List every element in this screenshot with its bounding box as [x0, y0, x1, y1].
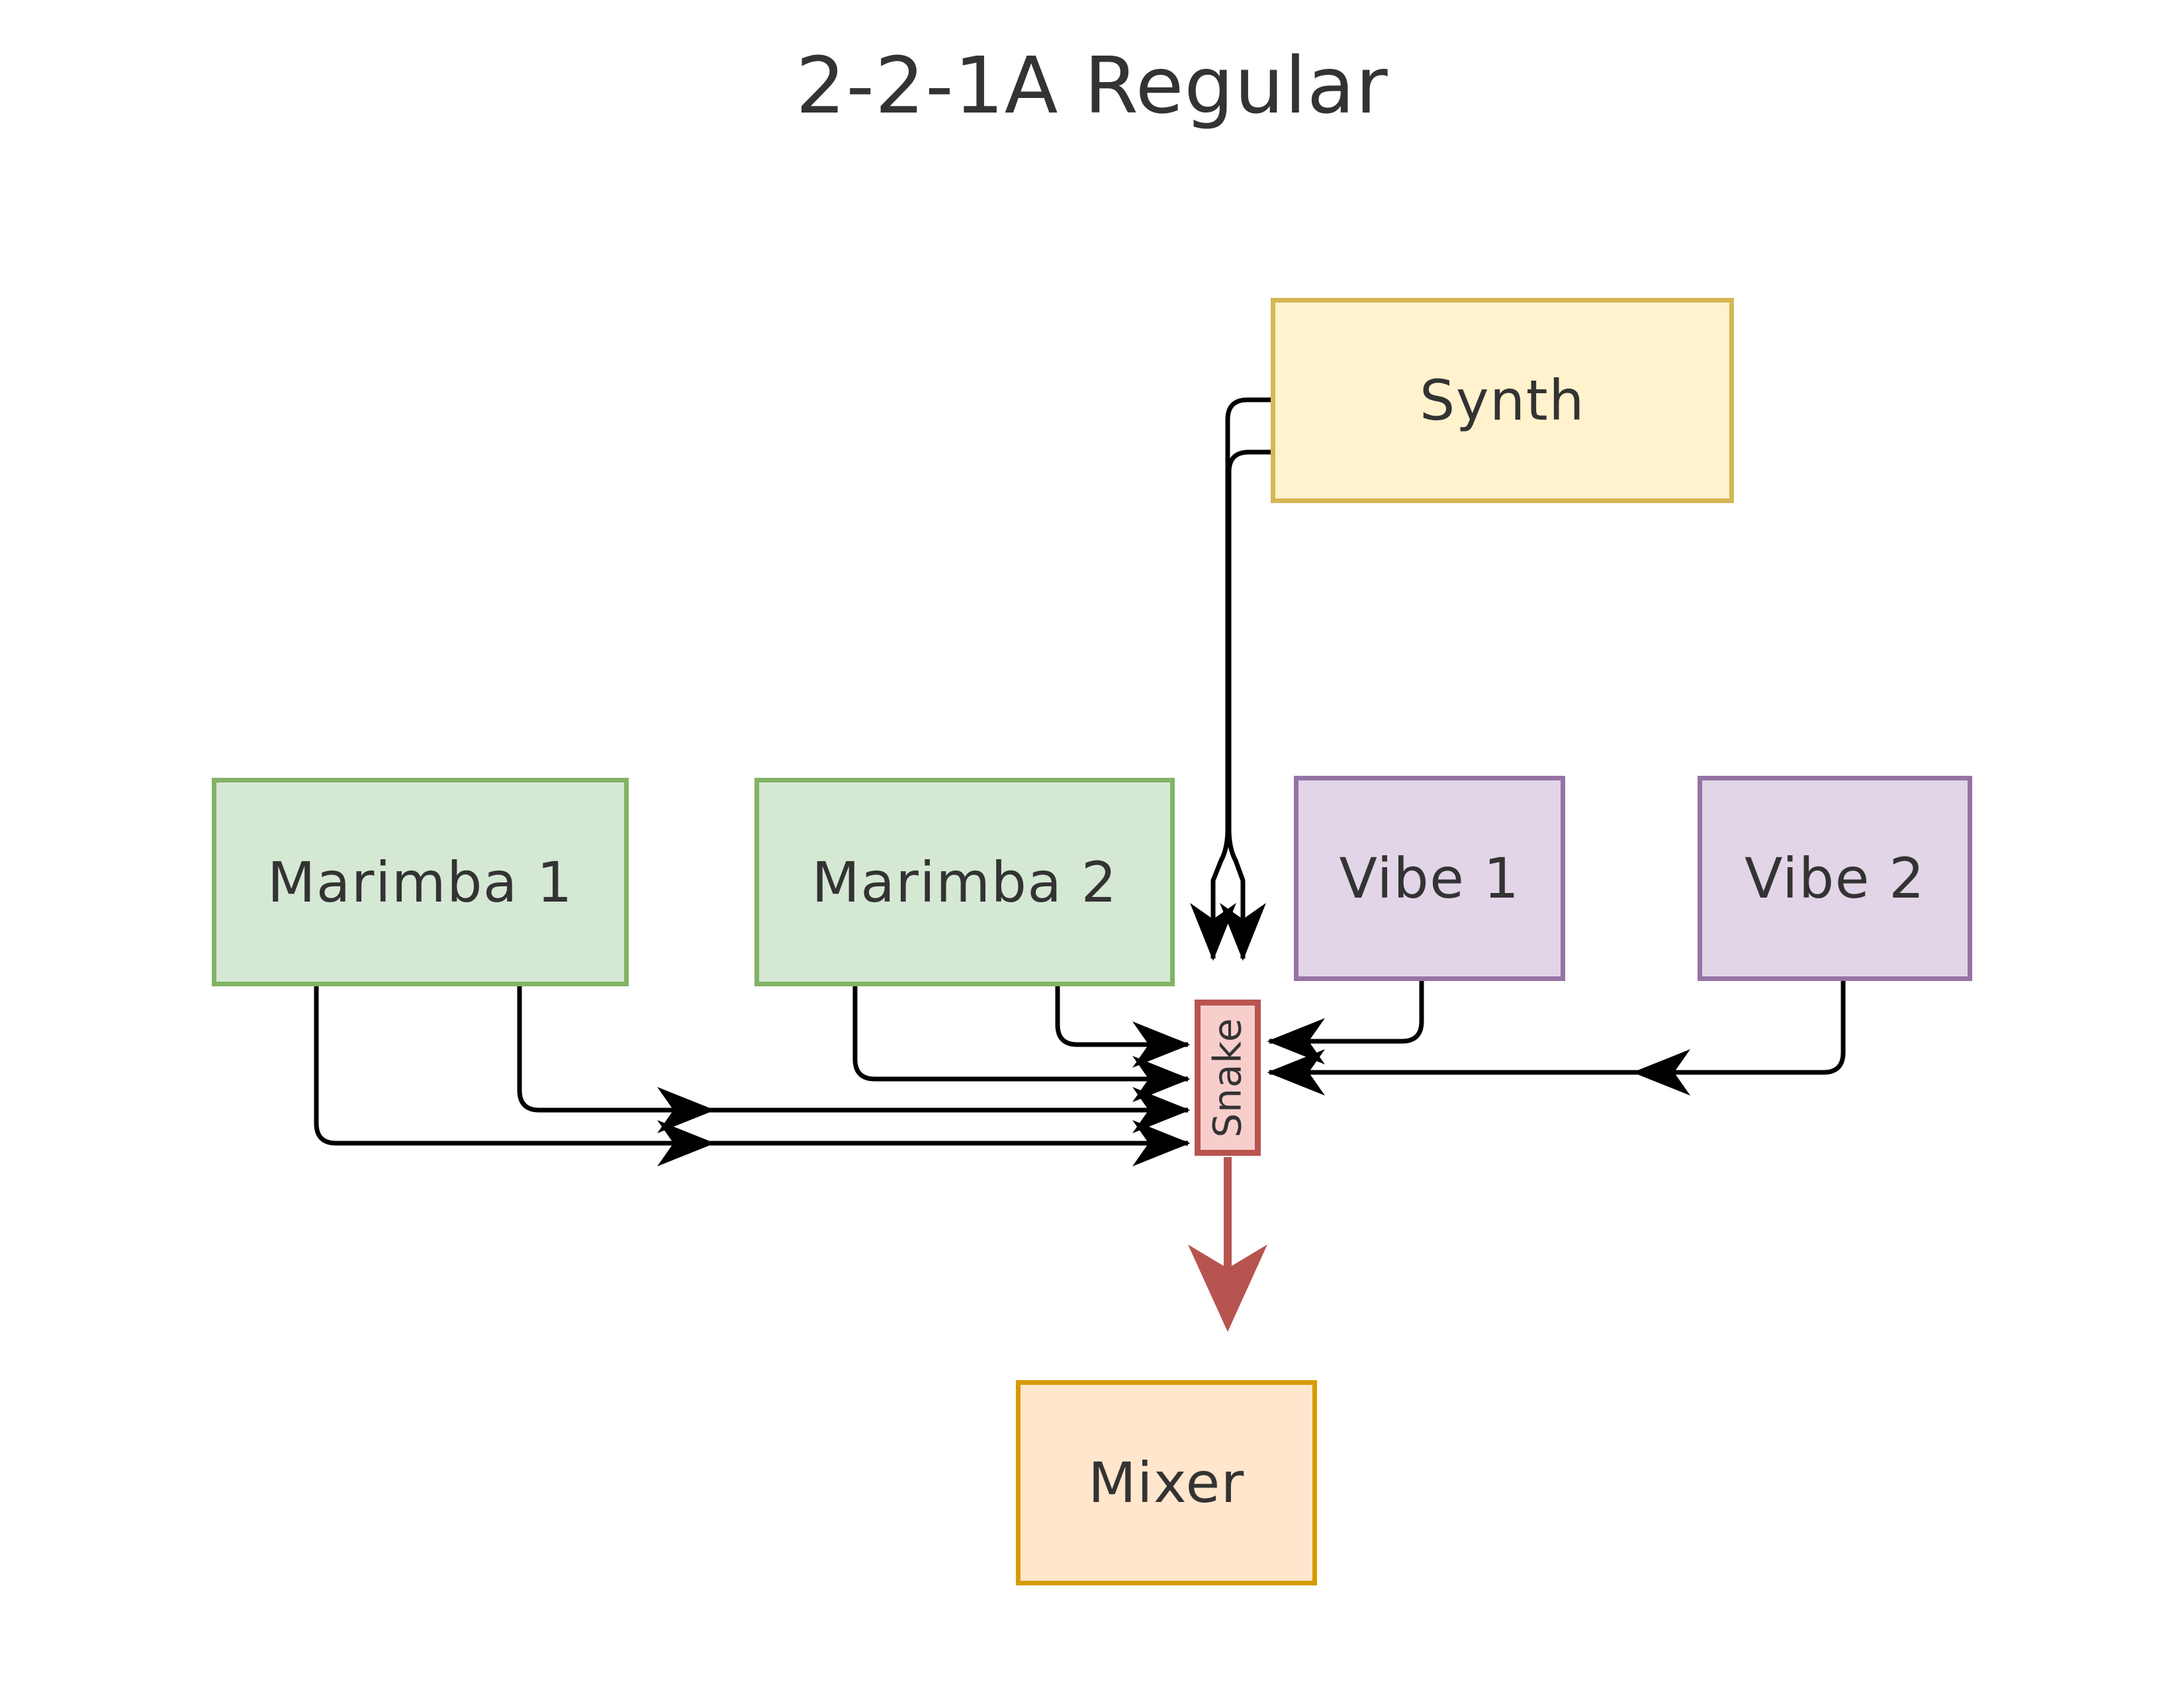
node-label-vibe-2: Vibe 2 [1744, 846, 1926, 911]
edge-marimba2-to-snake-a [852, 986, 1191, 1102]
edge-vibe2-to-snake [1632, 981, 1846, 1096]
node-label-mixer: Mixer [1088, 1450, 1245, 1515]
edge-marimba1-to-snake-a [314, 986, 715, 1166]
node-mixer[interactable]: Mixer [1016, 1380, 1317, 1585]
edge-marimba2-to-snake-b [1055, 986, 1191, 1068]
node-marimba-2[interactable]: Marimba 2 [754, 778, 1175, 986]
edge-vibe1-to-snake [1267, 981, 1424, 1064]
node-vibe-1[interactable]: Vibe 1 [1294, 776, 1565, 981]
edge-marimba1-to-snake-b [517, 986, 715, 1133]
edge-synth-to-snake-b [1220, 449, 1271, 961]
node-vibe-2[interactable]: Vibe 2 [1698, 776, 1972, 981]
node-label-snake: Snake [1205, 1017, 1251, 1138]
node-label-marimba-1: Marimba 1 [267, 849, 574, 915]
input-edges [314, 397, 1846, 1166]
page-title: 2-2-1A Regular [796, 40, 1388, 131]
node-label-synth: Synth [1420, 368, 1585, 433]
node-label-marimba-2: Marimba 2 [811, 849, 1118, 915]
node-marimba-1[interactable]: Marimba 1 [212, 778, 629, 986]
node-synth[interactable]: Synth [1271, 298, 1734, 503]
node-label-vibe-1: Vibe 1 [1339, 846, 1520, 911]
node-snake[interactable]: Snake [1195, 1000, 1261, 1156]
edge-synth-to-snake-a [1190, 397, 1271, 961]
